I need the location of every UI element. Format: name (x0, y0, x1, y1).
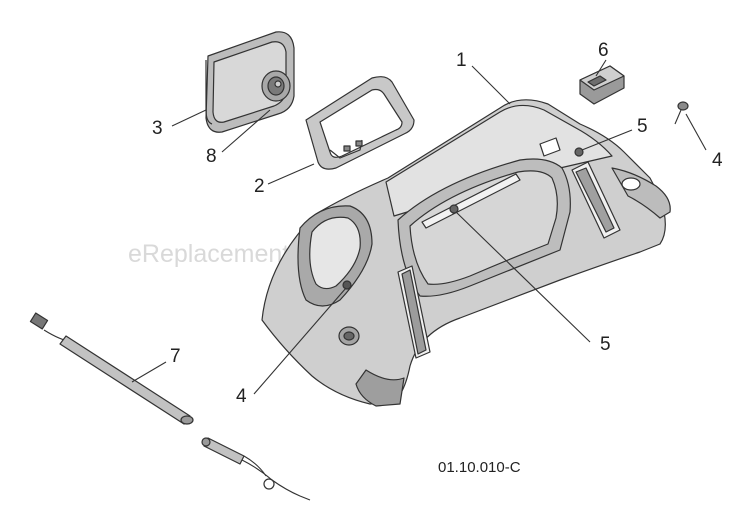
wire-harness-part (29, 312, 311, 501)
headlight-part (205, 31, 295, 133)
callout-5-lower: 5 (600, 334, 611, 355)
callout-7: 7 (170, 346, 181, 367)
callout-8: 8 (206, 146, 217, 167)
callout-3: 3 (152, 118, 163, 139)
leader-lines (131, 59, 707, 395)
callout-1: 1 (456, 50, 467, 71)
lens-frame-part (305, 76, 415, 170)
drawing-code: 01.10.010-C (438, 459, 521, 476)
switch-part (579, 65, 625, 105)
callout-4-upper: 4 (712, 150, 723, 171)
callout-2: 2 (254, 176, 265, 197)
screw-part-upper (674, 101, 689, 125)
callout-4-lower: 4 (236, 386, 247, 407)
callout-6: 6 (598, 40, 609, 61)
dashboard-panel-part (261, 99, 671, 407)
callout-5-upper: 5 (637, 116, 648, 137)
